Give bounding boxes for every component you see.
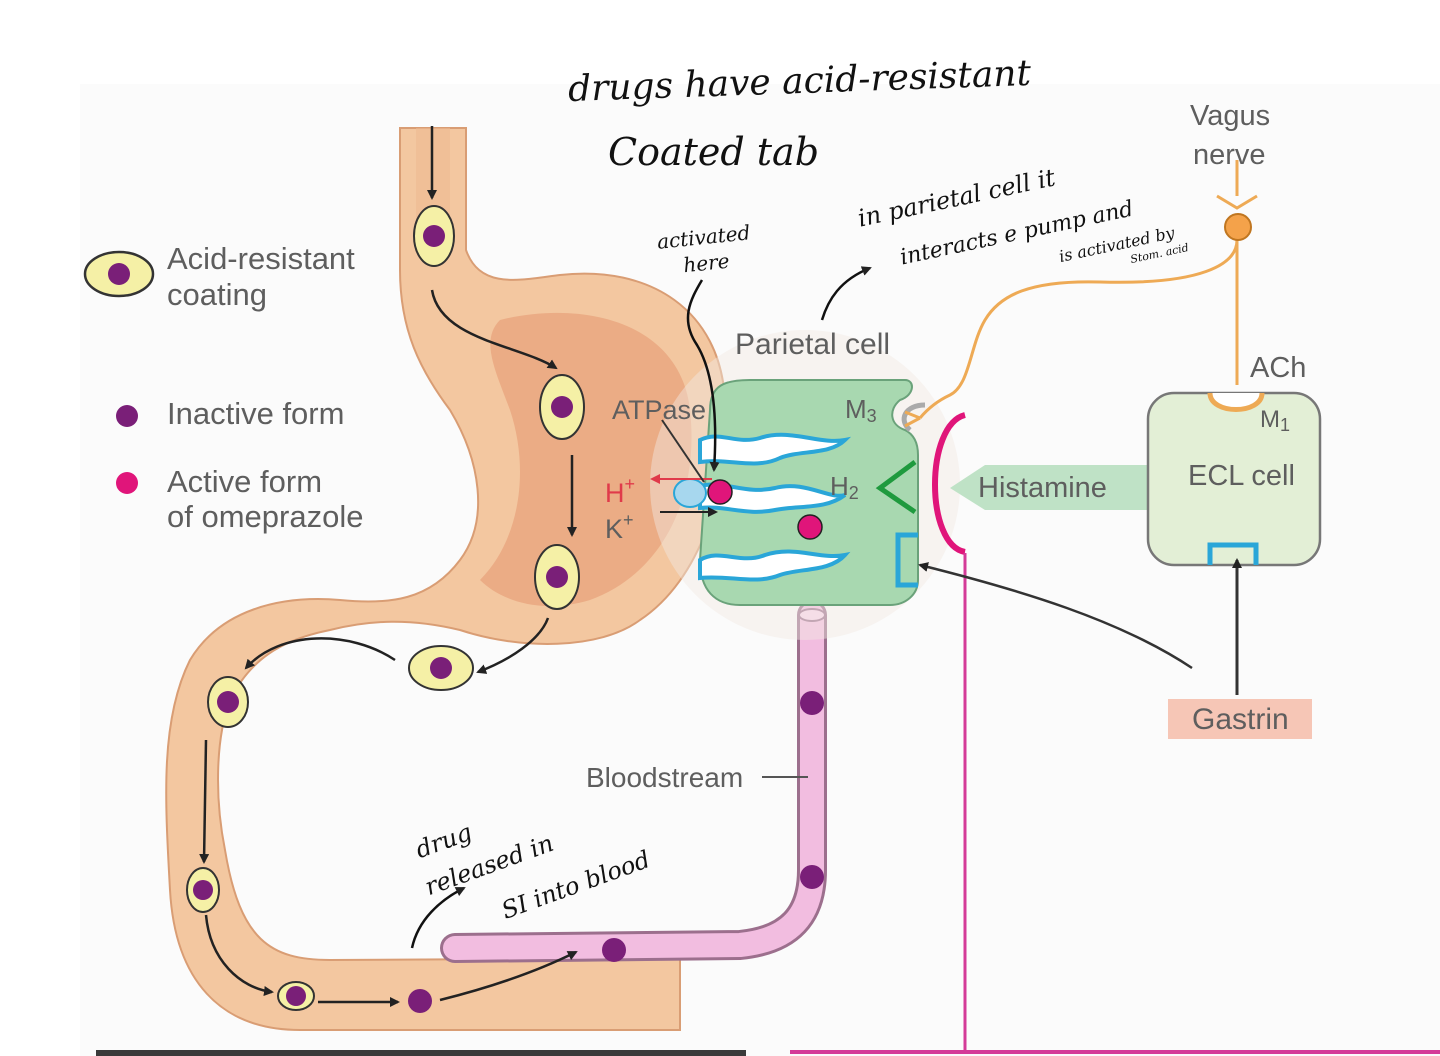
- label-parietal-cell: Parietal cell: [735, 328, 891, 361]
- label-histamine: Histamine: [978, 472, 1107, 504]
- label-vagus: Vagus: [1190, 100, 1271, 132]
- legend-active-line1: Active form: [167, 464, 323, 499]
- label-h-ion: H+: [605, 474, 636, 508]
- label-atpase: ATPase: [612, 395, 707, 425]
- label-m1: M1: [1260, 406, 1291, 435]
- legend-inactive: Inactive form: [167, 396, 345, 431]
- label-k-ion: K+: [605, 510, 634, 544]
- gastrin-receptor: [895, 532, 918, 588]
- histamine-bracket: [932, 412, 967, 555]
- bottom-divider-left: [96, 1050, 746, 1056]
- bottom-divider-right: [790, 1050, 1440, 1054]
- tablets: [186, 205, 585, 1013]
- histamine-arrow: [950, 465, 1150, 510]
- gastrin-box: [1168, 699, 1312, 739]
- note-coated-tab: Coated tab: [608, 130, 820, 174]
- label-m3: M3: [845, 394, 877, 426]
- label-h2: H2: [830, 471, 859, 503]
- label-ecl-cell: ECL cell: [1188, 460, 1295, 492]
- h2-receptor: [875, 459, 917, 515]
- legend-active-line2: of omeprazole: [167, 499, 364, 534]
- stomach-inner: [480, 312, 692, 607]
- legend-coating: Acid-resistant coating: [167, 241, 355, 312]
- label-ach: ACh: [1250, 352, 1307, 384]
- label-nerve: nerve: [1193, 139, 1266, 171]
- label-gastrin: Gastrin: [1192, 703, 1289, 736]
- label-bloodstream: Bloodstream: [586, 762, 744, 793]
